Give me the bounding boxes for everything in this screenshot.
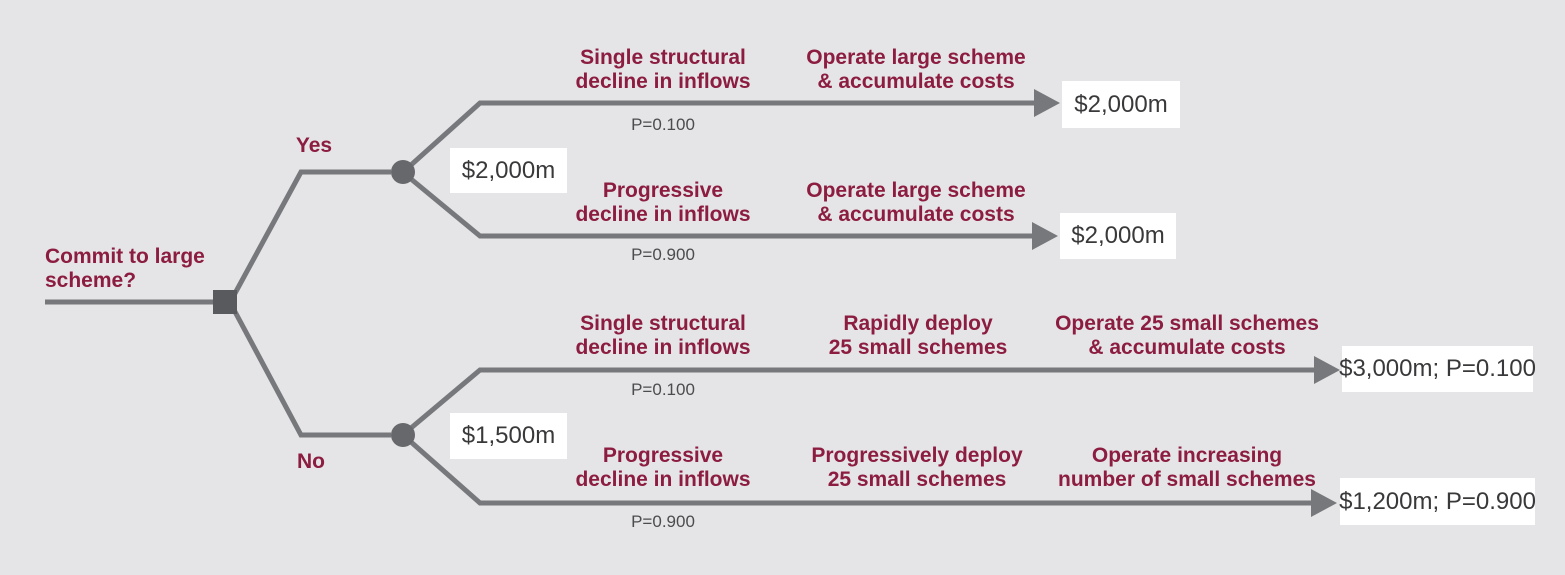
probability-label: P=0.900 (631, 512, 695, 531)
arrow-head-icon (1314, 356, 1340, 384)
arrow-head-icon (1311, 489, 1337, 517)
no-outcome1-line (409, 367, 1316, 430)
action-label: Operate increasing number of small schem… (1058, 444, 1316, 491)
deploy-label: Rapidly deploy 25 small schemes (828, 312, 1008, 359)
event-label: Single structural decline in inflows (575, 46, 751, 93)
deploy-label: Progressively deploy 25 small schemes (811, 444, 1023, 491)
yes-outcome1-line (409, 100, 1036, 167)
action-label: Operate large scheme & accumulate costs (806, 46, 1026, 93)
chance-node-value-yes: $2,000m (450, 148, 567, 193)
root-question: Commit to large scheme? (45, 245, 205, 292)
no-branch-label: No (297, 450, 325, 473)
arrow-head-icon (1032, 222, 1058, 250)
no-branch-line (230, 306, 391, 438)
chance-node-circle-yes-icon (391, 160, 415, 184)
outcome-value-box: $2,000m (1062, 81, 1180, 128)
yes-branch-line (230, 169, 391, 299)
outcome-value-box: $2,000m (1060, 213, 1176, 259)
probability-label: P=0.900 (631, 245, 695, 264)
arrow-head-icon (1034, 89, 1060, 117)
chance-node-value-no: $1,500m (450, 413, 567, 459)
probability-label: P=0.100 (631, 380, 695, 399)
event-label: Progressive decline in inflows (575, 444, 751, 491)
yes-branch-label: Yes (295, 134, 333, 157)
yes-outcome2-line (409, 177, 1034, 239)
decision-node-square-icon (213, 290, 237, 314)
outcome-value-box: $1,200m; P=0.900 (1339, 478, 1536, 525)
event-label: Progressive decline in inflows (575, 179, 751, 226)
action-label: Operate large scheme & accumulate costs (806, 179, 1026, 226)
no-outcome2-line (409, 440, 1313, 506)
probability-label: P=0.100 (631, 115, 695, 134)
action-label: Operate 25 small schemes & accumulate co… (1055, 312, 1319, 359)
event-label: Single structural decline in inflows (575, 312, 751, 359)
chance-node-circle-no-icon (391, 423, 415, 447)
outcome-value-box: $3,000m; P=0.100 (1339, 346, 1536, 392)
